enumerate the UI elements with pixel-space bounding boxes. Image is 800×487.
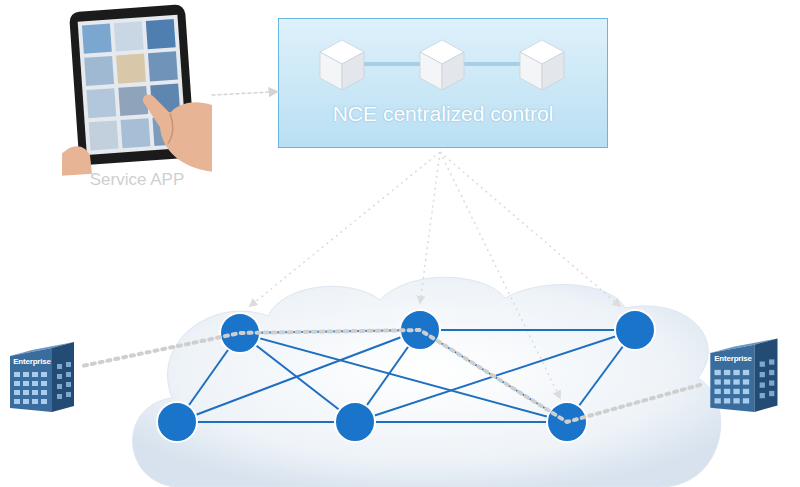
service-path [84, 330, 704, 422]
node-label: NCE centralized control [278, 102, 608, 126]
tablet-illustration [62, 2, 212, 196]
enterprise-building: Enterprise [4, 334, 84, 414]
network-device [157, 310, 655, 442]
service-app-tablet: Service APP [62, 2, 212, 196]
dashed-arrow [212, 92, 278, 95]
building-illustration [4, 334, 84, 414]
controller-illustration [278, 18, 608, 148]
network-cloud [133, 277, 721, 487]
building-illustration [704, 330, 788, 414]
node-label: Enterprise [711, 354, 755, 363]
enterprise-building: Enterprise [704, 330, 788, 414]
controller-box: NCE centralized control [278, 18, 608, 148]
node-label: Service APP [62, 170, 212, 190]
node-label: Enterprise [11, 357, 53, 366]
controller-links [250, 152, 620, 398]
